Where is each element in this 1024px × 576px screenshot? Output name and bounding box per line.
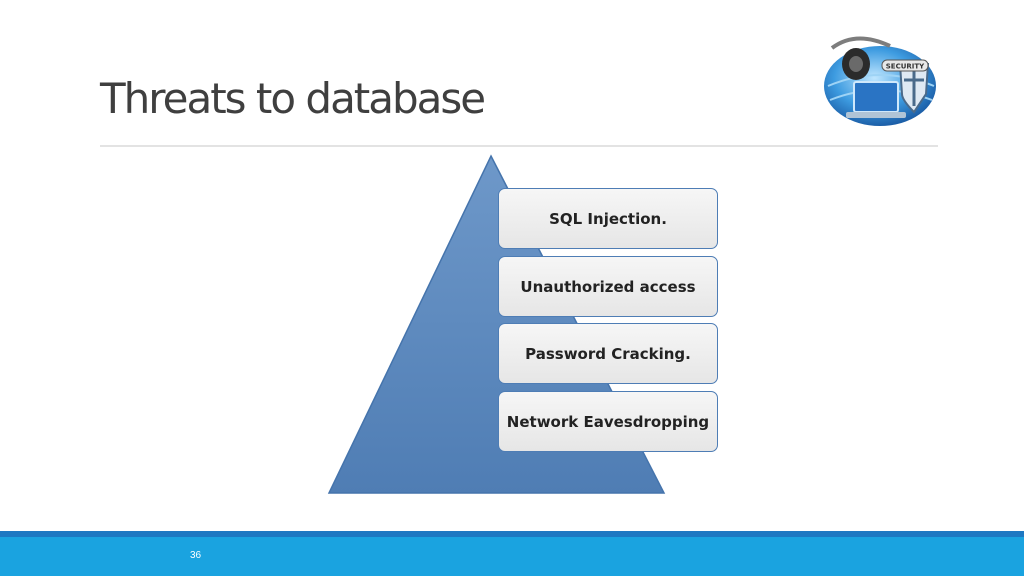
logo-text: SECURITY <box>886 63 925 71</box>
threat-item-unauthorized-access: Unauthorized access <box>498 256 718 317</box>
footer-divider <box>0 531 1024 537</box>
threat-item-password-cracking: Password Cracking. <box>498 323 718 384</box>
slide-title: Threats to database <box>100 74 486 123</box>
footer-bar <box>0 537 1024 576</box>
threat-item-network-eavesdropping: Network Eavesdropping <box>498 391 718 452</box>
threat-item-sql-injection: SQL Injection. <box>498 188 718 249</box>
title-divider <box>100 145 938 147</box>
security-logo-icon: SECURITY <box>824 36 936 126</box>
page-number: 36 <box>190 550 202 561</box>
